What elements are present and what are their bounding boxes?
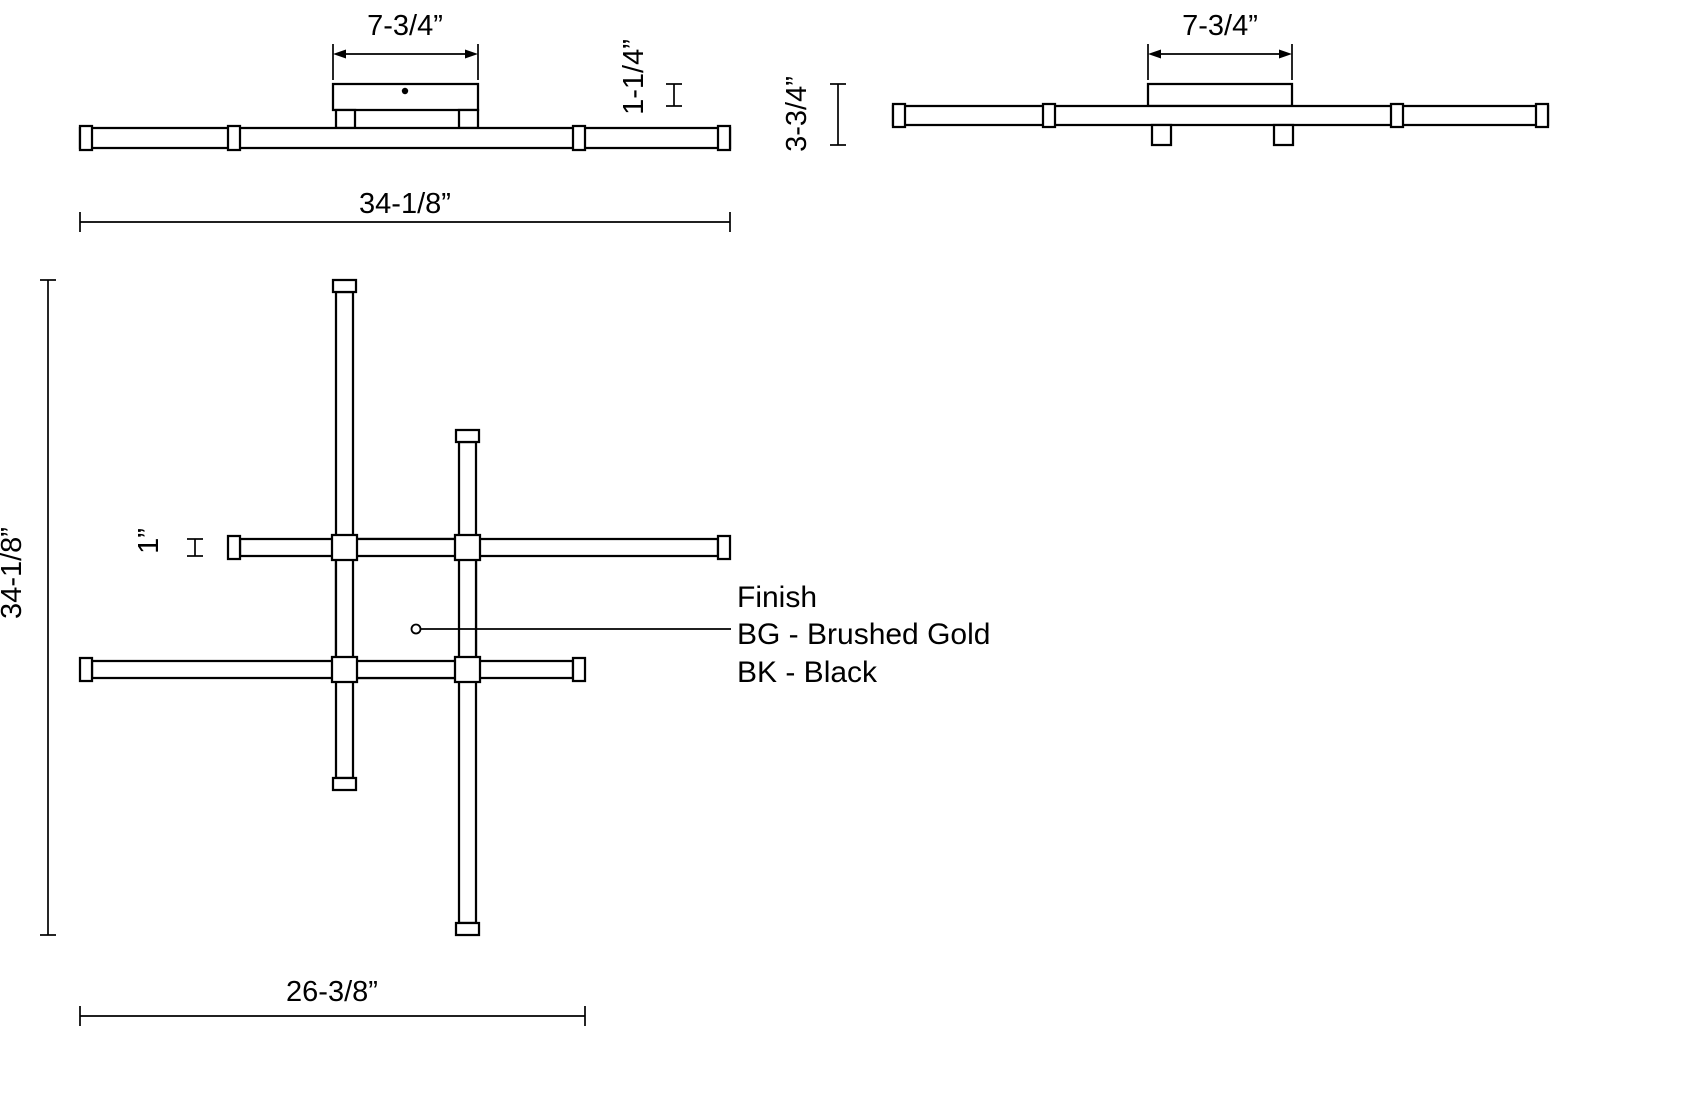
end-cap — [1041, 102, 1057, 129]
arrowhead-left-icon — [333, 49, 346, 59]
end-cap — [1534, 102, 1550, 129]
end-cap — [226, 534, 242, 561]
arrowhead-left-icon — [1148, 49, 1161, 59]
end-cap — [454, 428, 481, 444]
end-cap — [716, 124, 732, 152]
light-bar-side — [891, 104, 1550, 127]
crossbar-end-on — [334, 108, 357, 130]
dimension-label-canopy-width: 7-3/4” — [367, 10, 443, 42]
dimension-label-overall-depth: 34-1/8” — [0, 527, 28, 619]
dimension-label-overall-height: 3-3/4” — [781, 76, 813, 152]
dimension-label-canopy-height: 1-1/4” — [618, 39, 650, 115]
side-elevation-view: 7-3/4” 3-3/4” — [781, 10, 1550, 152]
dimension-label-lower-bar-length: 26-3/8” — [286, 976, 378, 1008]
end-cap — [454, 921, 481, 937]
finish-title: Finish — [737, 581, 817, 614]
dimension-label-canopy-width: 7-3/4” — [1182, 10, 1258, 42]
corner-connector — [453, 655, 482, 684]
end-cap — [571, 124, 587, 152]
end-cap — [226, 124, 242, 152]
mounting-hole-dot — [401, 87, 409, 95]
canopy-side — [1146, 82, 1294, 108]
end-cap — [78, 124, 94, 152]
end-cap — [1389, 102, 1405, 129]
arrowhead-right-icon — [465, 49, 478, 59]
plan-view: 1” 34-1/8” 26-3/8” — [0, 278, 732, 1026]
crossbar-end-on — [1150, 123, 1173, 147]
end-cap — [716, 534, 732, 561]
dimension-label-bar-width: 1” — [133, 528, 165, 554]
corner-connector — [453, 533, 482, 562]
front-elevation-view: 7-3/4” 1-1/4” 34-1/8” — [78, 10, 732, 232]
arrowhead-right-icon — [1279, 49, 1292, 59]
end-cap — [571, 656, 587, 683]
end-cap — [331, 776, 358, 792]
corner-connector — [330, 533, 359, 562]
finish-option-black: BK - Black — [737, 656, 878, 689]
dimension-label-overall-width: 34-1/8” — [359, 188, 451, 220]
finish-option-brushed-gold: BG - Brushed Gold — [737, 618, 990, 651]
crossbar-end-on — [1272, 123, 1295, 147]
end-cap — [331, 278, 358, 294]
end-cap — [891, 102, 907, 129]
finish-legend: Finish BG - Brushed Gold BK - Black — [410, 581, 990, 689]
corner-connector — [330, 655, 359, 684]
light-bar-front — [78, 126, 732, 150]
end-cap — [78, 656, 94, 683]
crossbar-end-on — [457, 108, 480, 130]
callout-dot-icon — [410, 623, 422, 635]
